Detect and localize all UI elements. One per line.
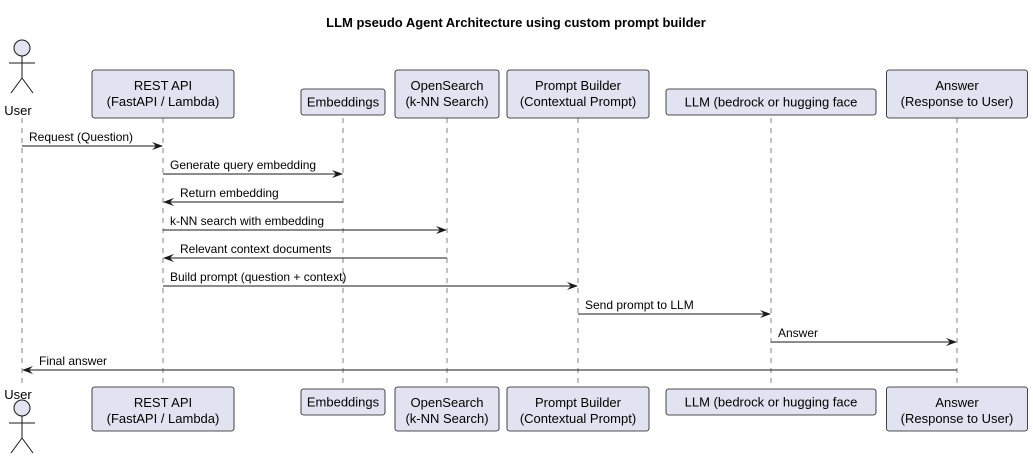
participant-api-top: REST API(FastAPI / Lambda) <box>91 69 235 119</box>
participant-label: Embeddings <box>307 395 380 410</box>
message-6: Build prompt (question + context) <box>163 270 578 290</box>
participant-box <box>665 88 877 116</box>
arrowhead-icon <box>163 254 174 262</box>
lifelines <box>21 118 958 386</box>
participant-box <box>506 386 650 432</box>
participant-api-bottom: REST API(FastAPI / Lambda) <box>91 386 235 432</box>
participant-box <box>394 386 500 432</box>
arrowhead-icon <box>152 142 163 150</box>
participant-label: Answer <box>935 78 979 93</box>
participant-box <box>91 69 235 119</box>
arrowhead-icon <box>436 226 447 234</box>
message-label: Build prompt (question + context) <box>170 270 346 284</box>
message-label: Answer <box>778 326 818 340</box>
message-label: Relevant context documents <box>180 242 331 256</box>
participant-label: REST API <box>134 395 192 410</box>
participant-label: (Contextual Prompt) <box>520 94 636 109</box>
participant-label: LLM (bedrock or hugging face <box>685 395 858 410</box>
arrowhead-icon <box>163 198 174 206</box>
message-3: Return embedding <box>163 186 343 206</box>
participant-label: Answer <box>935 395 979 410</box>
message-label: Final answer <box>39 354 107 368</box>
participant-label: (FastAPI / Lambda) <box>107 94 220 109</box>
arrowhead-icon <box>946 338 957 346</box>
participant-emb-bottom: Embeddings <box>300 388 386 416</box>
participant-os-top: OpenSearch(k-NN Search) <box>394 69 500 119</box>
message-label: Return embedding <box>180 186 279 200</box>
arrowhead-icon <box>760 310 771 318</box>
message-7: Send prompt to LLM <box>578 298 771 318</box>
actor-label: User <box>4 387 32 402</box>
actor-head-icon <box>13 399 31 417</box>
message-8: Answer <box>771 326 957 346</box>
message-label: Generate query embedding <box>170 158 316 172</box>
participant-emb-top: Embeddings <box>300 88 386 116</box>
messages: Request (Question) Generate query embeddi… <box>22 130 957 374</box>
participant-os-bottom: OpenSearch(k-NN Search) <box>394 386 500 432</box>
arrowhead-icon <box>22 366 33 374</box>
message-5: Relevant context documents <box>163 242 447 262</box>
participant-label: Prompt Builder <box>535 78 622 93</box>
participant-label: LLM (bedrock or hugging face <box>685 95 858 110</box>
participant-box <box>300 388 386 416</box>
participant-label: Embeddings <box>307 95 380 110</box>
actor-top: User <box>4 39 35 118</box>
message-4: k-NN search with embedding <box>163 214 447 234</box>
diagram-title: LLM pseudo Agent Architecture using cust… <box>326 15 706 30</box>
arrowhead-icon <box>332 170 343 178</box>
participant-ans-top: Answer(Response to User) <box>886 69 1028 119</box>
participant-pb-bottom: Prompt Builder(Contextual Prompt) <box>506 386 650 432</box>
participant-label: (Response to User) <box>901 94 1014 109</box>
participant-label: REST API <box>134 78 192 93</box>
participant-label: (FastAPI / Lambda) <box>107 411 220 426</box>
message-label: k-NN search with embedding <box>170 214 324 228</box>
participant-pb-top: Prompt Builder(Contextual Prompt) <box>506 69 650 119</box>
message-label: Request (Question) <box>29 130 133 144</box>
message-2: Generate query embedding <box>163 158 343 178</box>
participant-label: OpenSearch <box>411 78 484 93</box>
participant-box <box>506 69 650 119</box>
actor-head-icon <box>13 39 31 57</box>
participant-llm-bottom: LLM (bedrock or hugging face <box>665 388 877 416</box>
arrowhead-icon <box>567 282 578 290</box>
participant-label: (Contextual Prompt) <box>520 411 636 426</box>
participant-box <box>665 388 877 416</box>
participant-box <box>300 88 386 116</box>
participant-llm-top: LLM (bedrock or hugging face <box>665 88 877 116</box>
message-9: Final answer <box>22 354 957 374</box>
actor-label: User <box>4 103 32 118</box>
actor-bottom: User <box>4 387 35 454</box>
message-1: Request (Question) <box>22 130 163 150</box>
participant-box <box>394 69 500 119</box>
participant-label: Prompt Builder <box>535 395 622 410</box>
participant-box <box>886 69 1028 119</box>
participant-ans-bottom: Answer(Response to User) <box>886 386 1028 432</box>
participant-label: (Response to User) <box>901 411 1014 426</box>
participant-box <box>91 386 235 432</box>
participant-box <box>886 386 1028 432</box>
participant-label: OpenSearch <box>411 395 484 410</box>
participant-label: (k-NN Search) <box>405 94 488 109</box>
message-label: Send prompt to LLM <box>585 298 694 312</box>
participant-label: (k-NN Search) <box>405 411 488 426</box>
